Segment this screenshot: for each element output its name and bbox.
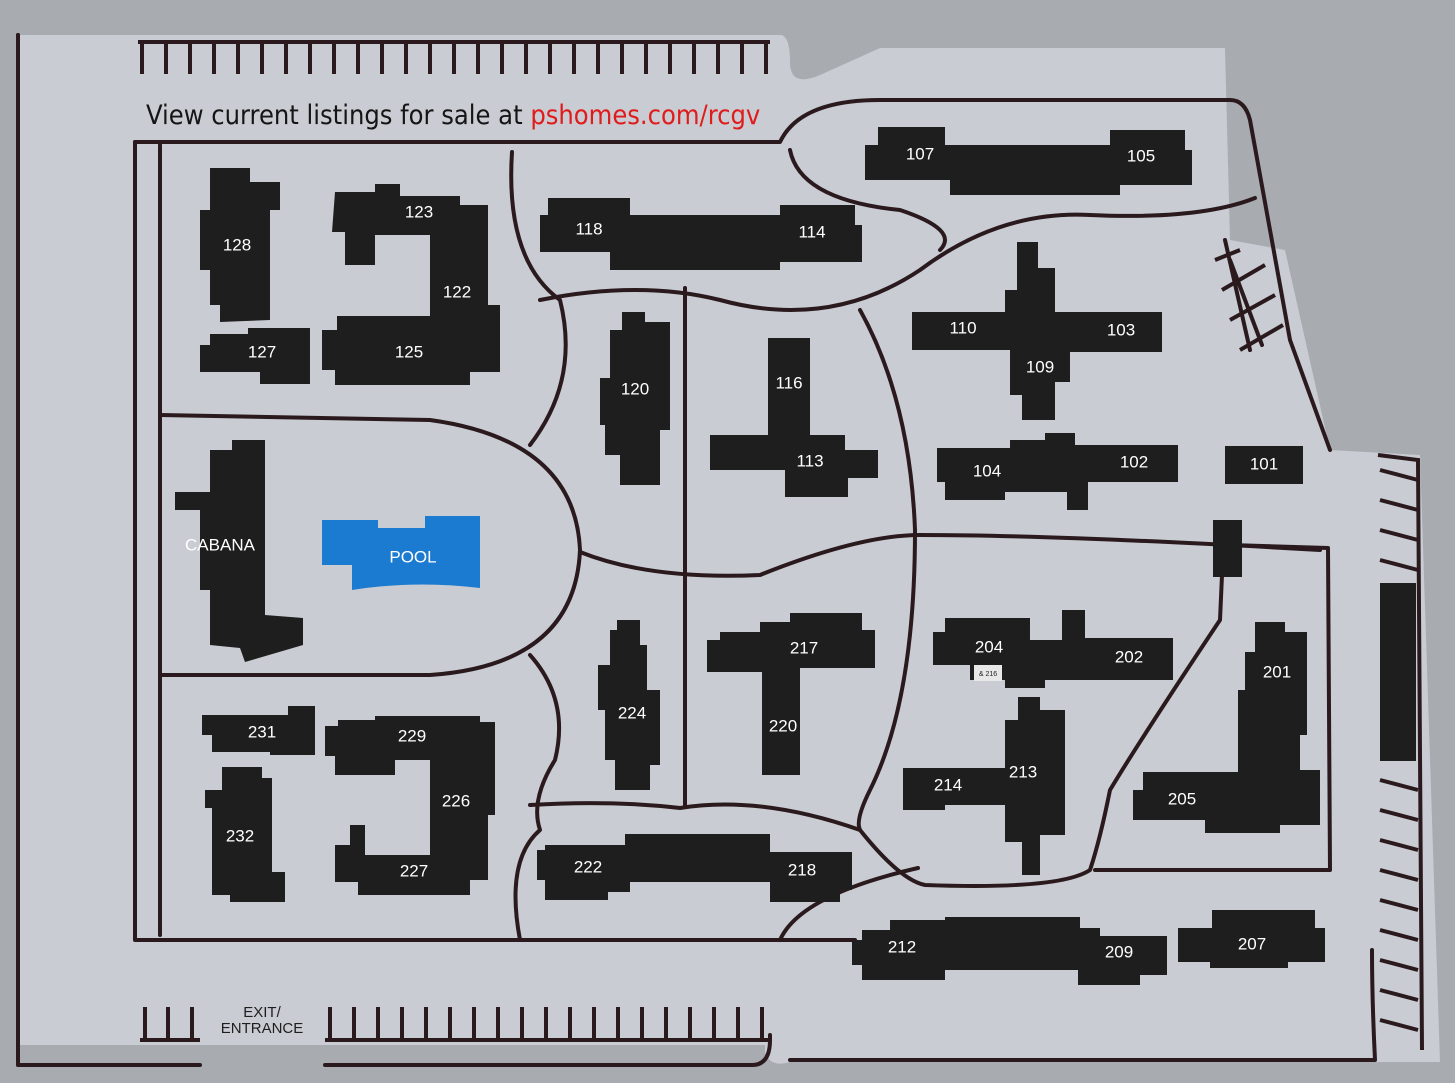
building-217-220 [707,613,875,775]
building-110-109-103 [912,242,1162,420]
label-226: 226 [442,791,470,810]
building-214-213 [903,697,1065,875]
label-105: 105 [1127,146,1155,165]
label-222: 222 [574,857,602,876]
building-107-105 [865,127,1192,195]
building-127 [200,328,310,384]
label-204: 204 [975,637,1003,656]
label-201: 201 [1263,662,1291,681]
listings-link[interactable]: pshomes.com/rcgv [530,100,760,131]
building-201-205 [1133,622,1320,833]
building-104-102 [937,433,1178,510]
label-110: 110 [949,318,976,337]
building-207 [1178,910,1325,968]
building-101 [1225,446,1303,484]
label-113: 113 [796,451,823,470]
label-123: 123 [405,202,433,221]
mailbox-structure [1213,520,1242,577]
buildings: 128 127 123 122 125 118 114 107 105 120 … [175,127,1325,985]
label-205: 205 [1168,789,1196,808]
building-222-218 [537,834,852,902]
exit-label-line1: EXIT/ [243,1004,281,1021]
label-212: 212 [888,937,916,956]
exit-label-line2: ENTRANCE [221,1020,304,1037]
label-204-note: & 216 [979,671,997,678]
label-227: 227 [400,861,428,880]
label-207: 207 [1238,934,1266,953]
label-127: 127 [248,342,276,361]
building-224 [598,620,660,790]
building-116-113 [710,338,878,497]
label-103: 103 [1107,320,1135,339]
header-prefix: View current listings for sale at [146,100,530,131]
label-213: 213 [1009,762,1037,781]
parking-strip-right [1380,583,1416,761]
property-ground [18,35,1440,1064]
label-202: 202 [1115,647,1143,666]
building-231 [202,706,315,755]
label-120: 120 [621,379,649,398]
building-212-209 [852,917,1167,985]
building-122-123-125 [322,184,500,385]
label-231: 231 [248,722,276,741]
unit-204-216-tag [974,665,1002,681]
parking-stalls-bottom [140,1007,768,1042]
pool [322,516,480,590]
site-paths [16,33,1377,1067]
label-102: 102 [1120,452,1148,471]
building-118-114 [540,198,862,270]
building-120 [600,312,670,485]
label-122: 122 [443,282,471,301]
building-229-226-227 [325,716,495,895]
label-214: 214 [934,775,962,794]
parking-stalls-top [138,40,770,74]
label-101: 101 [1250,454,1278,473]
label-125: 125 [395,342,423,361]
label-217: 217 [790,638,818,657]
label-220: 220 [769,716,797,735]
label-114: 114 [798,222,825,241]
parking-stalls-right [1214,248,1424,1051]
label-128: 128 [223,235,251,254]
label-218: 218 [788,860,816,879]
building-232 [205,767,285,902]
listings-header: View current listings for sale at pshome… [146,100,760,131]
label-118: 118 [575,219,602,238]
label-104: 104 [973,461,1001,480]
label-229: 229 [398,726,426,745]
label-107: 107 [906,144,934,163]
label-116: 116 [775,373,802,392]
label-224: 224 [618,703,646,722]
label-209: 209 [1105,942,1133,961]
label-109: 109 [1026,357,1054,376]
building-128 [200,168,280,322]
label-pool: POOL [389,547,436,566]
label-232: 232 [226,826,254,845]
label-cabana: CABANA [185,535,256,554]
building-cabana [175,440,303,662]
